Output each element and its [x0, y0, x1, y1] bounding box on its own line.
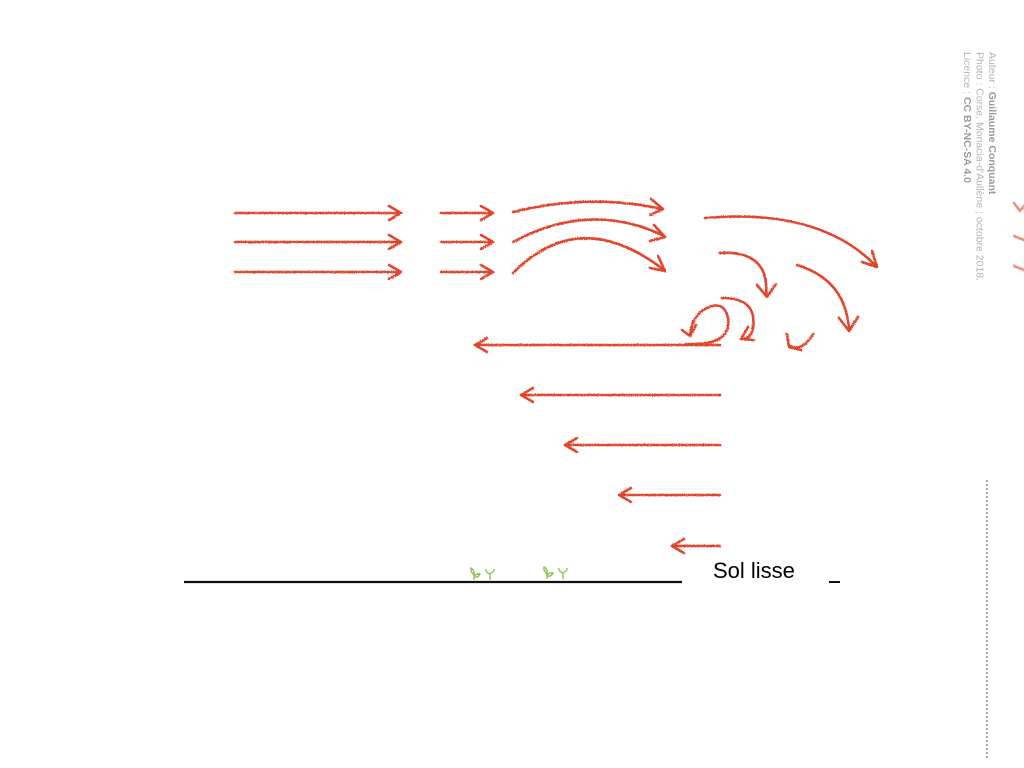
wind-arrow-short [439, 204, 495, 222]
credit-block: Auteur : Guillaume Conquant Photo : Cors… [948, 52, 998, 292]
credit-photo: Photo : Corse, Monacia-d'Aullène ; octob… [973, 52, 986, 282]
deflecting-wind-arrow [511, 197, 665, 217]
edge-arrow-fragment [1012, 201, 1024, 242]
eddy-arrow [718, 251, 778, 299]
incoming-wind-arrow [233, 204, 403, 222]
sprout-icon [543, 566, 568, 579]
reverse-flow-arrow [519, 386, 722, 404]
wind-arrow-short [439, 263, 495, 281]
credit-license: Licence : CC BY-NC-SA 4.0 [961, 52, 973, 183]
reverse-flow-arrow [473, 336, 722, 354]
wind-arrow-short [439, 233, 495, 251]
deflecting-wind-arrow [703, 215, 879, 269]
sprout-icon [470, 567, 495, 580]
credit-author: Auteur : Guillaume Conquant [986, 52, 998, 195]
incoming-wind-arrow [233, 263, 403, 281]
reverse-flow-arrow [617, 486, 722, 504]
incoming-wind-arrow [233, 233, 403, 251]
eddy-arrow [720, 296, 756, 342]
reverse-flow-arrow [670, 537, 722, 555]
ground-label: Sol lisse [713, 558, 795, 583]
edge-arrow-fragment [1012, 264, 1024, 272]
eddy-arrow [785, 332, 815, 352]
reverse-flow-arrow [563, 436, 722, 454]
deflecting-wind-arrow [511, 218, 667, 244]
eddy-arrow [680, 304, 730, 346]
eddy-arrow [795, 263, 860, 333]
deflecting-wind-arrow [511, 236, 667, 275]
